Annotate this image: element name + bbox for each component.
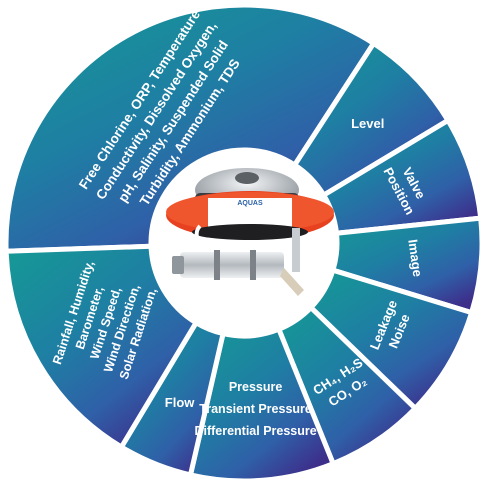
segment-label-line: Differential Pressure	[194, 424, 316, 438]
segment-label-line: Pressure	[229, 380, 283, 394]
segment-label-line: Flow	[165, 395, 195, 410]
device-cable	[194, 224, 207, 248]
device-dome-cap	[235, 172, 259, 184]
segment-label-line: Level	[351, 116, 384, 131]
segment-label-image: Image	[405, 238, 425, 277]
device-probe	[280, 268, 304, 296]
device-label-panel	[208, 198, 292, 228]
segment-label-level: Level	[351, 116, 384, 131]
device-float-base	[192, 224, 308, 240]
device-tube-clamp-1	[214, 250, 220, 280]
buoy-sensor-device-icon: AQUAS	[166, 168, 334, 296]
segment-label-flow: Flow	[165, 395, 195, 410]
device-brand-label: AQUAS	[237, 200, 263, 207]
segment-label-line: Image	[405, 238, 425, 277]
segment-label-line: Transient Pressure	[199, 402, 312, 416]
device-tube-clamp-2	[250, 250, 256, 280]
device-tube-end-left	[172, 256, 184, 274]
device-bracket	[292, 228, 300, 272]
device-sensor-tube	[180, 252, 284, 278]
